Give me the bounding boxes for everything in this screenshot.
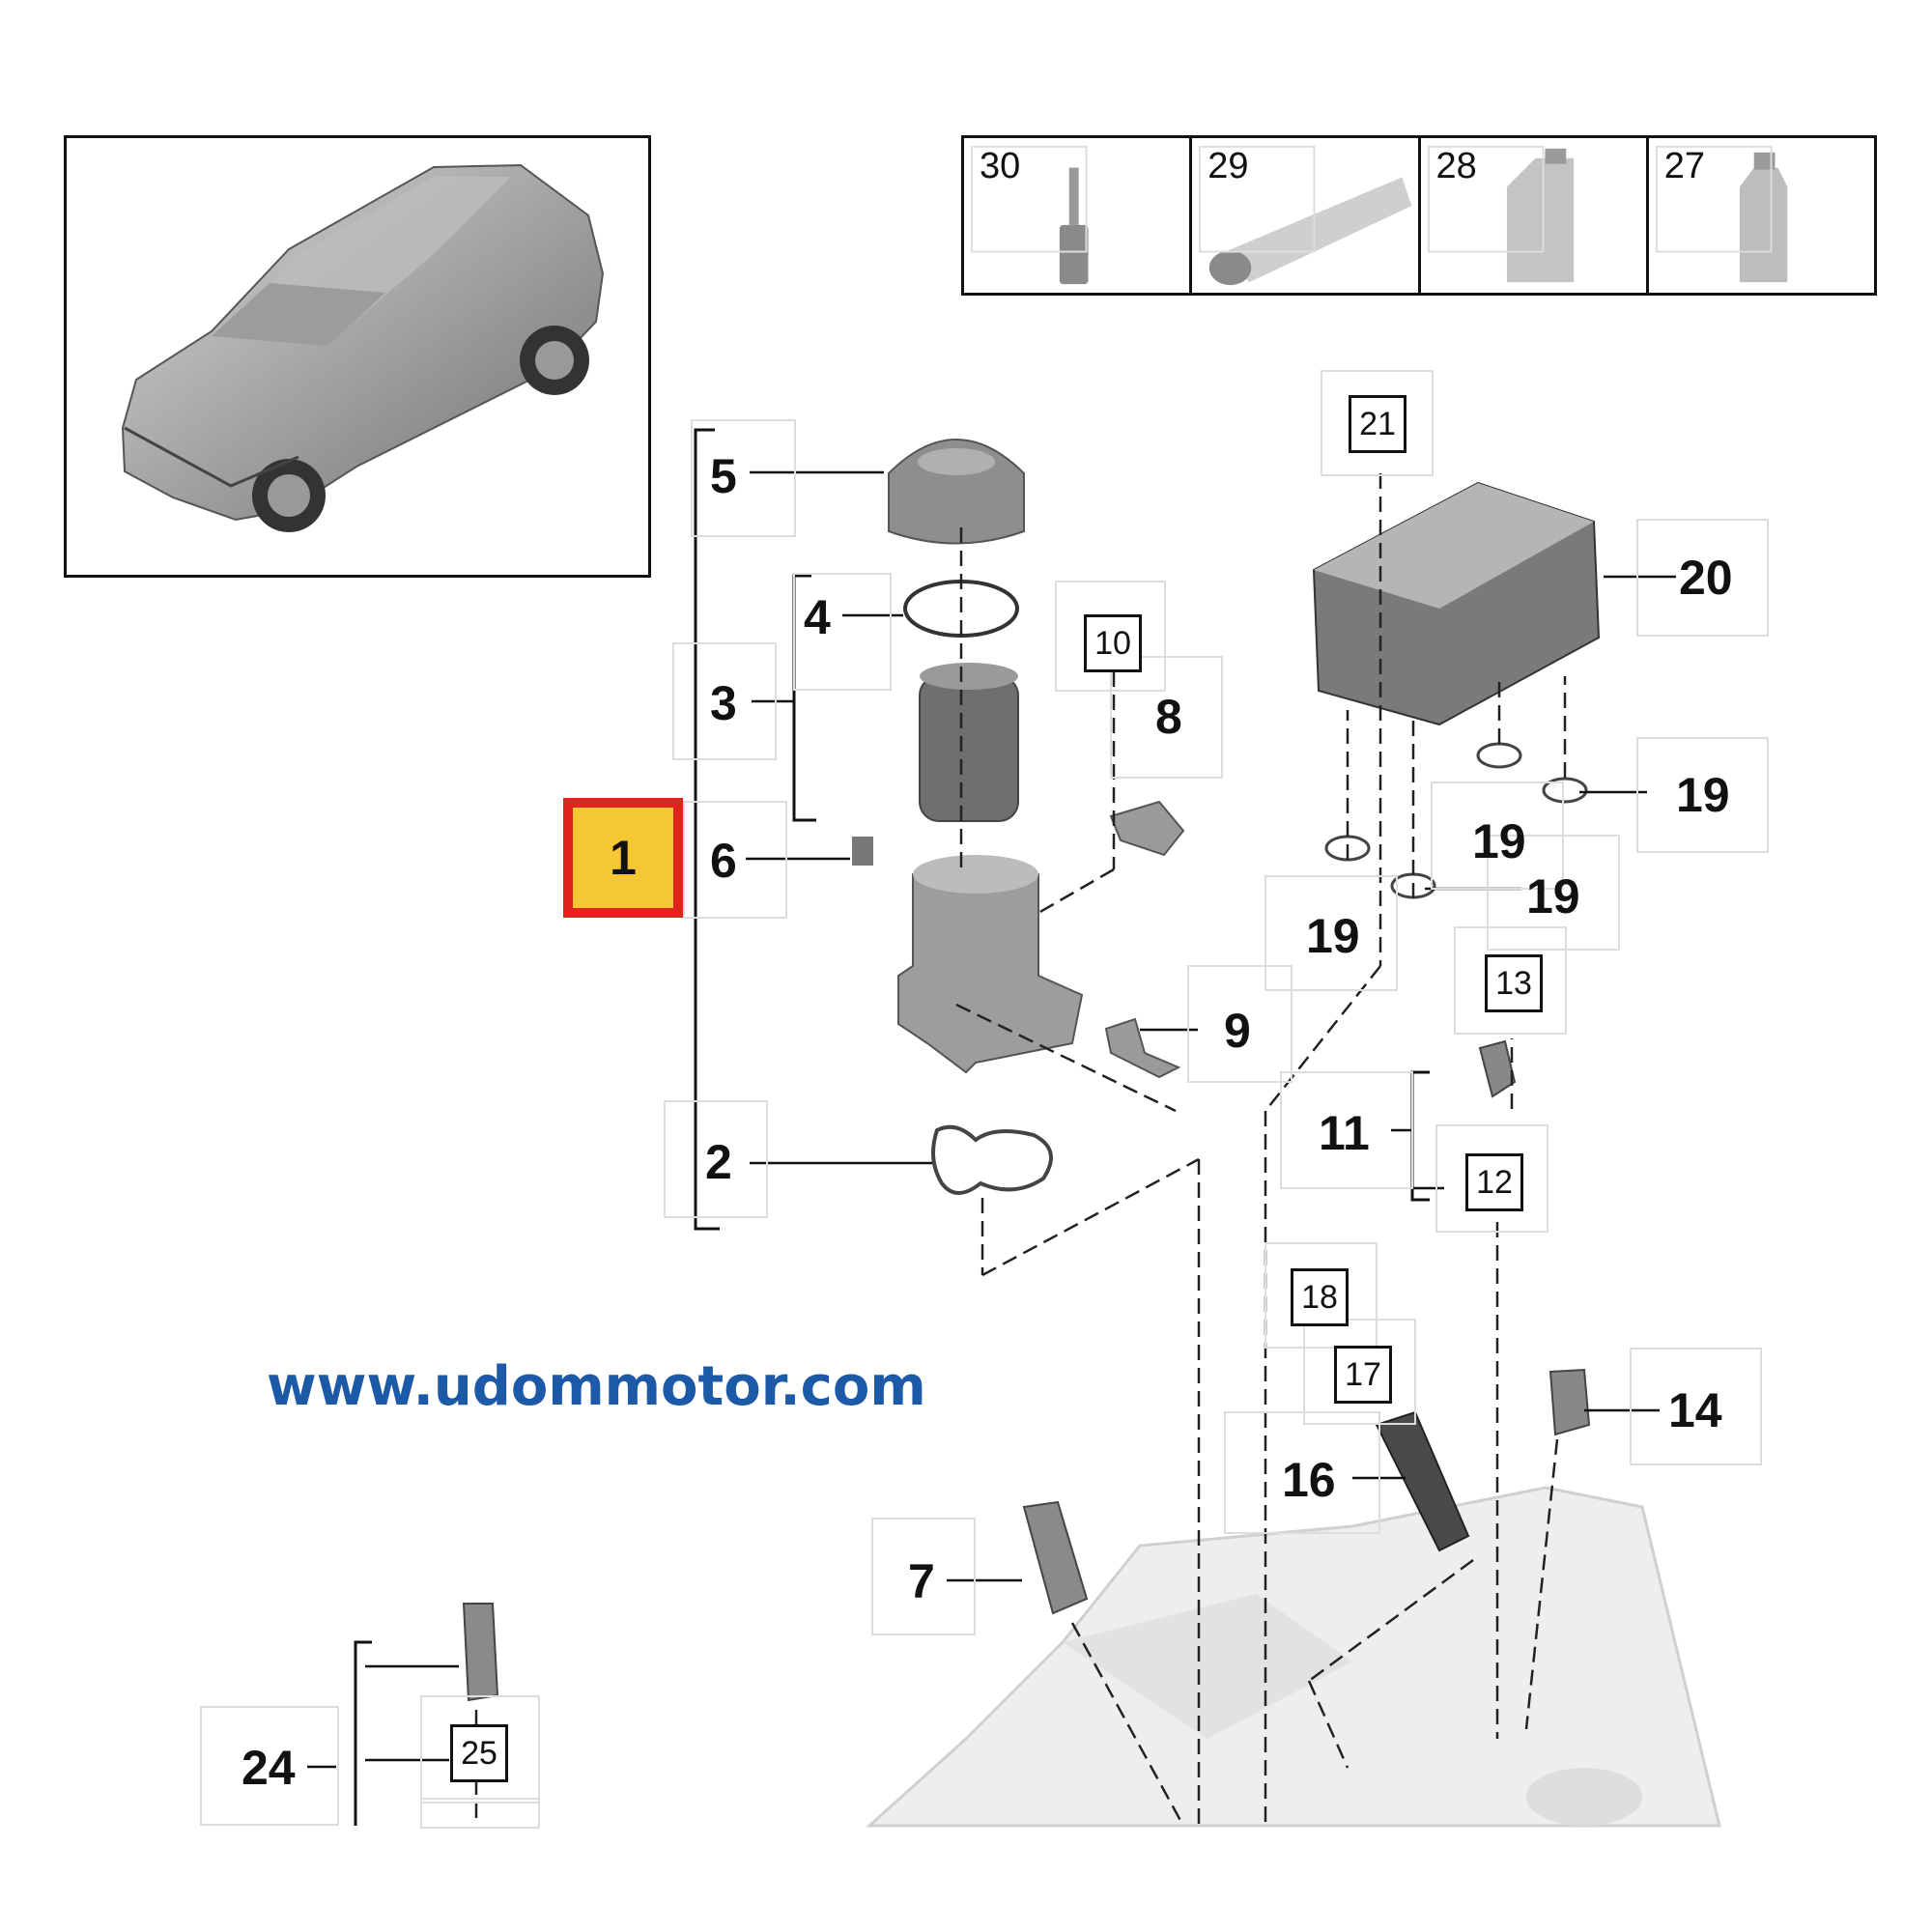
part-label-18[interactable]: 18 [1291, 1268, 1349, 1326]
kit-item-number: 27 [1663, 146, 1706, 186]
part-label-20[interactable]: 20 [1679, 551, 1733, 605]
oil-cooler-part [1312, 481, 1601, 726]
part-label-16[interactable]: 16 [1282, 1453, 1336, 1507]
sensor-part [462, 1603, 499, 1702]
filter-element-part [919, 663, 1019, 822]
part-label-17[interactable]: 17 [1334, 1346, 1392, 1404]
kit-item-28[interactable]: 28 [1421, 138, 1649, 293]
kit-item-27[interactable]: 27 [1649, 138, 1874, 293]
part-label-24[interactable]: 24 [242, 1741, 296, 1795]
part-label-13[interactable]: 13 [1485, 954, 1543, 1012]
part-label-6[interactable]: 6 [710, 834, 737, 888]
sensor-part [852, 837, 873, 866]
sensor-part [1022, 1500, 1089, 1615]
part-label-7[interactable]: 7 [908, 1554, 935, 1608]
highlighted-part-label[interactable]: 1 [563, 798, 683, 918]
vehicle-suv-image [121, 163, 605, 532]
part-label-8[interactable]: 8 [1155, 690, 1182, 744]
part-label-25[interactable]: 25 [450, 1724, 508, 1782]
kit-item-number: 29 [1208, 146, 1249, 186]
valve-part [1375, 1410, 1470, 1552]
part-label-2[interactable]: 2 [705, 1135, 732, 1189]
bracket-part [1104, 1017, 1181, 1079]
kit-items-strip: 30 29 28 27 [961, 135, 1877, 296]
part-label-19[interactable]: 19 [1676, 768, 1730, 822]
part-label-14[interactable]: 14 [1668, 1383, 1722, 1437]
gasket-part [931, 1124, 1053, 1195]
bottle-small-icon [970, 145, 1089, 285]
part-label-11[interactable]: 11 [1319, 1106, 1370, 1160]
part-label-5[interactable]: 5 [710, 449, 737, 503]
filter-cap-part [888, 439, 1025, 545]
kit-item-number: 28 [1435, 146, 1477, 186]
part-label-9[interactable]: 9 [1224, 1004, 1251, 1058]
oil-can-icon [1427, 145, 1574, 283]
kit-item-29[interactable]: 29 [1192, 138, 1421, 293]
part-label-12[interactable]: 12 [1465, 1153, 1523, 1211]
kit-item-30[interactable]: 30 [964, 138, 1193, 293]
part-label-10[interactable]: 10 [1084, 614, 1142, 672]
sensor-part [1548, 1368, 1591, 1436]
oil-bottle-icon [1655, 145, 1788, 283]
vehicle-thumbnail-frame [64, 135, 651, 578]
sensor-part [1478, 1039, 1517, 1098]
grease-tube-icon [1199, 145, 1412, 286]
website-watermark: www.udommotor.com [267, 1355, 926, 1418]
part-label-4[interactable]: 4 [804, 590, 831, 644]
kit-item-number: 30 [980, 146, 1021, 186]
part-label-21[interactable]: 21 [1349, 395, 1406, 453]
part-label-19[interactable]: 19 [1472, 814, 1526, 868]
part-label-3[interactable]: 3 [710, 676, 737, 730]
part-label-19[interactable]: 19 [1306, 909, 1360, 963]
part-label-19[interactable]: 19 [1526, 869, 1580, 923]
bracket-part [1109, 800, 1185, 857]
filter-housing-part [897, 855, 1084, 1074]
